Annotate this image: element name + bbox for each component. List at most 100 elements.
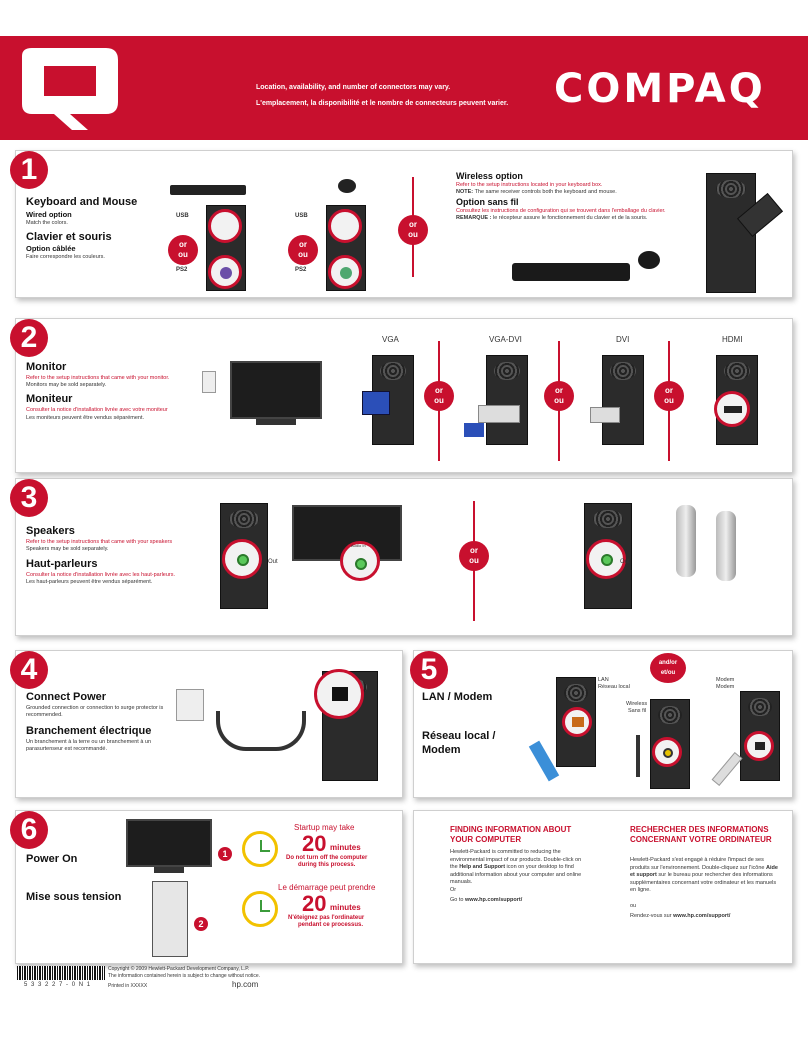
lan-label-fr: Réseau local bbox=[598, 684, 630, 690]
startup-text-fr: Le démarrage peut prendre bbox=[278, 883, 376, 892]
audio-out-green-port-icon bbox=[237, 554, 249, 566]
step-number-2: 2 bbox=[10, 319, 48, 357]
step5-title-fr: Réseau local / Modem bbox=[422, 730, 496, 756]
out-label: Out bbox=[620, 559, 630, 565]
audio-out-port-zoom bbox=[586, 539, 626, 579]
step5-panel: 5 LAN / Modem Réseau local / Modem and/o… bbox=[410, 650, 793, 798]
step1-panel: 1 Keyboard and Mouse Wired option Match … bbox=[10, 150, 793, 298]
step3-title-fr: Haut-parleurs bbox=[26, 558, 98, 570]
wireless-title-fr: Option sans fil bbox=[456, 197, 519, 207]
power-socket-icon bbox=[332, 687, 348, 701]
support-link-fr[interactable]: www.hp.com/support/ bbox=[673, 913, 731, 919]
vga-dvi-adapter-image bbox=[478, 405, 520, 423]
hdmi-port-zoom bbox=[714, 391, 750, 427]
header-banner: Location, availability, and number of co… bbox=[0, 36, 808, 140]
pc-tower-front-image bbox=[152, 881, 188, 957]
audio-in-label: Audio In bbox=[351, 543, 366, 548]
step5-title: LAN / Modem bbox=[422, 691, 493, 703]
wall-outlet-image bbox=[202, 371, 216, 393]
step-number-3: 3 bbox=[10, 479, 48, 517]
step-number-5: 5 bbox=[410, 651, 448, 689]
step1-note-fr: Faire correspondre les couleurs. bbox=[26, 254, 105, 260]
audio-in-port-zoom bbox=[340, 541, 380, 581]
ps2-green-port-icon bbox=[340, 267, 352, 279]
wireless-mouse-image bbox=[638, 251, 660, 269]
ps2-purple-port-icon bbox=[220, 267, 232, 279]
connector-label-hdmi: HDMI bbox=[722, 335, 743, 344]
left-speaker-image bbox=[676, 505, 696, 577]
right-speaker-image bbox=[716, 511, 736, 581]
step6-title-fr: Mise sous tension bbox=[26, 891, 122, 903]
warning-line-1: Do not turn off the computer bbox=[286, 855, 368, 861]
step3-note: Speakers may be sold separately. bbox=[26, 546, 109, 552]
or-badge: or ou bbox=[424, 381, 454, 411]
or-badge: or ou bbox=[459, 541, 489, 571]
pc-tower-image bbox=[602, 355, 644, 445]
step1-note: Match the colors. bbox=[26, 220, 68, 226]
step2-panel: 2 Monitor Refer to the setup instruction… bbox=[10, 318, 793, 473]
support-link-en[interactable]: www.hp.com/support/ bbox=[464, 897, 523, 903]
step2-note-fr: Les moniteurs peuvent être vendus séparé… bbox=[26, 415, 145, 421]
antenna-port-icon bbox=[663, 748, 673, 758]
step4-note-fr: Un branchement à la terre ou un branchem… bbox=[26, 739, 152, 752]
minutes-label: minutes bbox=[330, 843, 361, 852]
monitor-image bbox=[126, 819, 212, 867]
usb-label: USB bbox=[295, 213, 308, 219]
ps2-label: PS2 bbox=[176, 267, 188, 273]
info-heading-en: FINDING INFORMATION ABOUT YOUR COMPUTER bbox=[450, 825, 572, 844]
or-badge: or ou bbox=[544, 381, 574, 411]
step-number-6: 6 bbox=[10, 811, 48, 849]
connector-note-en: Location, availability, and number of co… bbox=[256, 84, 451, 91]
connector-label-vga: VGA bbox=[382, 335, 399, 344]
monitor-stand bbox=[154, 867, 184, 873]
step4-title: Connect Power bbox=[26, 691, 107, 703]
wireless-label-fr: Sans fil bbox=[628, 708, 647, 714]
audio-out-green-port-icon bbox=[601, 554, 613, 566]
antenna-image bbox=[636, 735, 640, 777]
vga-cable-image bbox=[464, 423, 484, 437]
audio-in-green-port-icon bbox=[355, 558, 367, 570]
step1-title: Keyboard and Mouse bbox=[26, 196, 138, 208]
step-badge-2: 2 bbox=[194, 917, 208, 931]
step4-note: Grounded connection or connection to sur… bbox=[26, 705, 164, 718]
step1-title-fr: Clavier et souris bbox=[26, 231, 112, 243]
connector-label-dvi: DVI bbox=[616, 335, 630, 344]
wireless-title: Wireless option bbox=[456, 171, 523, 181]
info-panel: FINDING INFORMATION ABOUT YOUR COMPUTER … bbox=[413, 810, 793, 964]
mouse-image bbox=[338, 179, 356, 193]
compaq-wordmark: COMPAQ bbox=[554, 66, 766, 112]
or-badge: or ou bbox=[168, 235, 198, 265]
warning-line-2: during this process. bbox=[298, 862, 356, 868]
info-goto-fr: Rendez-vous sur www.hp.com/support/ bbox=[630, 913, 731, 919]
usb-label: USB bbox=[176, 213, 189, 219]
monitor-image bbox=[230, 361, 322, 419]
or-badge: or ou bbox=[654, 381, 684, 411]
phone-cable-image bbox=[711, 751, 743, 787]
keyboard-image bbox=[170, 185, 246, 195]
power-port-zoom bbox=[314, 669, 364, 719]
modem-label: Modem bbox=[716, 677, 735, 683]
ps2-port-zoom bbox=[208, 255, 242, 289]
step3-note-fr: Les haut-parleurs peuvent être vendus sé… bbox=[26, 579, 153, 585]
usb-port-zoom bbox=[208, 209, 242, 243]
warning-line-2-fr: pendant ce processus. bbox=[298, 922, 364, 928]
step2-ref-fr: Consulter la notice d'installation livré… bbox=[26, 407, 168, 413]
step2-title-fr: Moniteur bbox=[26, 393, 73, 405]
step-number-4: 4 bbox=[10, 651, 48, 689]
lan-label: LAN bbox=[598, 677, 609, 683]
step-badge-1: 1 bbox=[218, 847, 232, 861]
step2-title: Monitor bbox=[26, 361, 67, 373]
info-heading-fr: RECHERCHER DES INFORMATIONS CONCERNANT V… bbox=[630, 825, 772, 844]
step-number-1: 1 bbox=[10, 151, 48, 189]
connector-note-fr: L'emplacement, la disponibilité et le no… bbox=[256, 100, 509, 107]
out-label: Out bbox=[268, 559, 278, 565]
step2-ref: Refer to the setup instructions that cam… bbox=[26, 375, 170, 381]
step3-ref: Refer to the setup instructions that cam… bbox=[26, 539, 173, 545]
step4-title-fr: Branchement électrique bbox=[26, 725, 152, 737]
wireless-antenna-port-zoom bbox=[652, 737, 682, 767]
power-cord-image bbox=[216, 711, 306, 751]
step6-title: Power On bbox=[26, 853, 78, 865]
printed-text: Printed in XXXXX bbox=[108, 983, 148, 989]
wall-outlet-image bbox=[176, 689, 204, 721]
compaq-q-logo-icon bbox=[22, 48, 118, 130]
